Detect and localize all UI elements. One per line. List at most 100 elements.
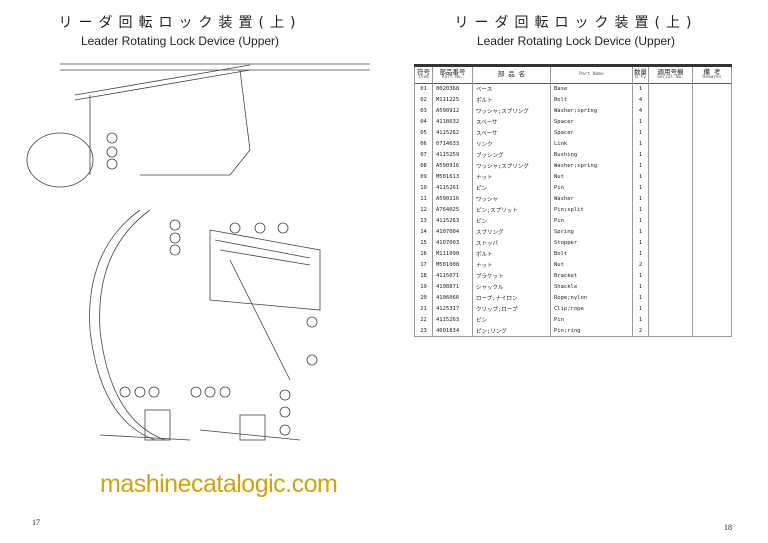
cell-empty bbox=[648, 248, 693, 260]
cell-item: 13 bbox=[414, 215, 433, 227]
cell-name-en: Shackle bbox=[550, 281, 633, 293]
cell-part-no: M111225 bbox=[432, 94, 473, 106]
cell-item: 12 bbox=[414, 204, 433, 216]
cell-name-jp: シャックル bbox=[472, 281, 551, 293]
right-page: リーダ回転ロック装置(上) Leader Rotating Lock Devic… bbox=[384, 0, 768, 543]
cell-name-jp: リンク bbox=[472, 138, 551, 150]
cell-empty bbox=[692, 204, 732, 216]
callout-circles bbox=[106, 132, 318, 436]
cell-empty bbox=[648, 160, 693, 172]
cell-name-jp: ナット bbox=[472, 171, 551, 183]
cell-empty bbox=[648, 116, 693, 128]
cell-name-en: Spacer bbox=[550, 127, 633, 139]
cell-name-jp: ワッシャ;スプリング bbox=[472, 105, 551, 117]
cell-empty bbox=[692, 292, 732, 304]
cell-name-jp: ピン bbox=[472, 215, 551, 227]
cell-item: 03 bbox=[414, 105, 433, 117]
cell-part-no: 0714633 bbox=[432, 138, 473, 150]
cell-part-no: M501008 bbox=[432, 259, 473, 271]
title-en: Leader Rotating Lock Device (Upper) bbox=[476, 34, 676, 48]
cell-name-en: Spacer bbox=[550, 116, 633, 128]
page-number: 17 bbox=[32, 518, 40, 527]
cell-empty bbox=[692, 193, 732, 205]
cell-qty: 1 bbox=[632, 314, 649, 326]
cell-part-no: 4001834 bbox=[432, 325, 473, 337]
cell-qty: 1 bbox=[632, 138, 649, 150]
cell-name-jp: ワッシャ bbox=[472, 193, 551, 205]
cell-name-en: Washer;spring bbox=[550, 105, 633, 117]
cell-name-jp: ワッシャ;スプリング bbox=[472, 160, 551, 172]
cell-part-no: M501613 bbox=[432, 171, 473, 183]
cell-name-en: Bracket bbox=[550, 270, 633, 282]
cell-name-en: Nut bbox=[550, 259, 633, 271]
cell-qty: 1 bbox=[632, 116, 649, 128]
cell-empty bbox=[648, 325, 693, 337]
cell-empty bbox=[692, 270, 732, 282]
cell-empty bbox=[692, 116, 732, 128]
cell-empty bbox=[692, 149, 732, 161]
cell-empty bbox=[648, 171, 693, 183]
cell-empty bbox=[648, 182, 693, 194]
cell-empty bbox=[648, 292, 693, 304]
cell-part-no: A590912 bbox=[432, 105, 473, 117]
cell-empty bbox=[648, 83, 693, 95]
cell-qty: 1 bbox=[632, 270, 649, 282]
cell-name-en: Washer bbox=[550, 193, 633, 205]
cell-name-jp: ロープ;ナイロン bbox=[472, 292, 551, 304]
cell-name-jp: ピン bbox=[472, 182, 551, 194]
cell-empty bbox=[692, 138, 732, 150]
cell-empty bbox=[692, 160, 732, 172]
cell-item: 02 bbox=[414, 94, 433, 106]
title-en: Leader Rotating Lock Device (Upper) bbox=[80, 34, 280, 48]
cell-part-no: 4115263 bbox=[432, 215, 473, 227]
cell-part-no: 4107004 bbox=[432, 226, 473, 238]
cell-item: 11 bbox=[414, 193, 433, 205]
cell-name-jp: ピン bbox=[472, 314, 551, 326]
cell-empty bbox=[692, 226, 732, 238]
cell-empty bbox=[692, 94, 732, 106]
cell-qty: 1 bbox=[632, 204, 649, 216]
cell-empty bbox=[648, 105, 693, 117]
cell-part-no: 4106066 bbox=[432, 292, 473, 304]
cell-name-jp: スペーサ bbox=[472, 116, 551, 128]
cell-qty: 1 bbox=[632, 215, 649, 227]
cell-qty: 1 bbox=[632, 182, 649, 194]
cell-empty bbox=[692, 171, 732, 183]
cell-empty bbox=[648, 193, 693, 205]
cell-name-en: Washer;spring bbox=[550, 160, 633, 172]
cell-qty: 1 bbox=[632, 303, 649, 315]
cell-empty bbox=[648, 303, 693, 315]
header-name-jp: 部 品 名 bbox=[472, 65, 551, 84]
cell-part-no: A764025 bbox=[432, 204, 473, 216]
cell-part-no: A590116 bbox=[432, 193, 473, 205]
cell-name-en: Rope;nylon bbox=[550, 292, 633, 304]
cell-item: 04 bbox=[414, 116, 433, 128]
cell-empty bbox=[648, 215, 693, 227]
title-jp: リーダ回転ロック装置(上) bbox=[454, 15, 698, 31]
cell-name-jp: ベース bbox=[472, 83, 551, 95]
cell-qty: 1 bbox=[632, 171, 649, 183]
cell-name-en: Base bbox=[550, 83, 633, 95]
title-jp: リーダ回転ロック装置(上) bbox=[58, 15, 302, 31]
cell-qty: 1 bbox=[632, 281, 649, 293]
cell-name-jp: ピン;スプリット bbox=[472, 204, 551, 216]
cell-qty: 1 bbox=[632, 160, 649, 172]
cell-qty: 2 bbox=[632, 325, 649, 337]
cell-empty bbox=[648, 94, 693, 106]
